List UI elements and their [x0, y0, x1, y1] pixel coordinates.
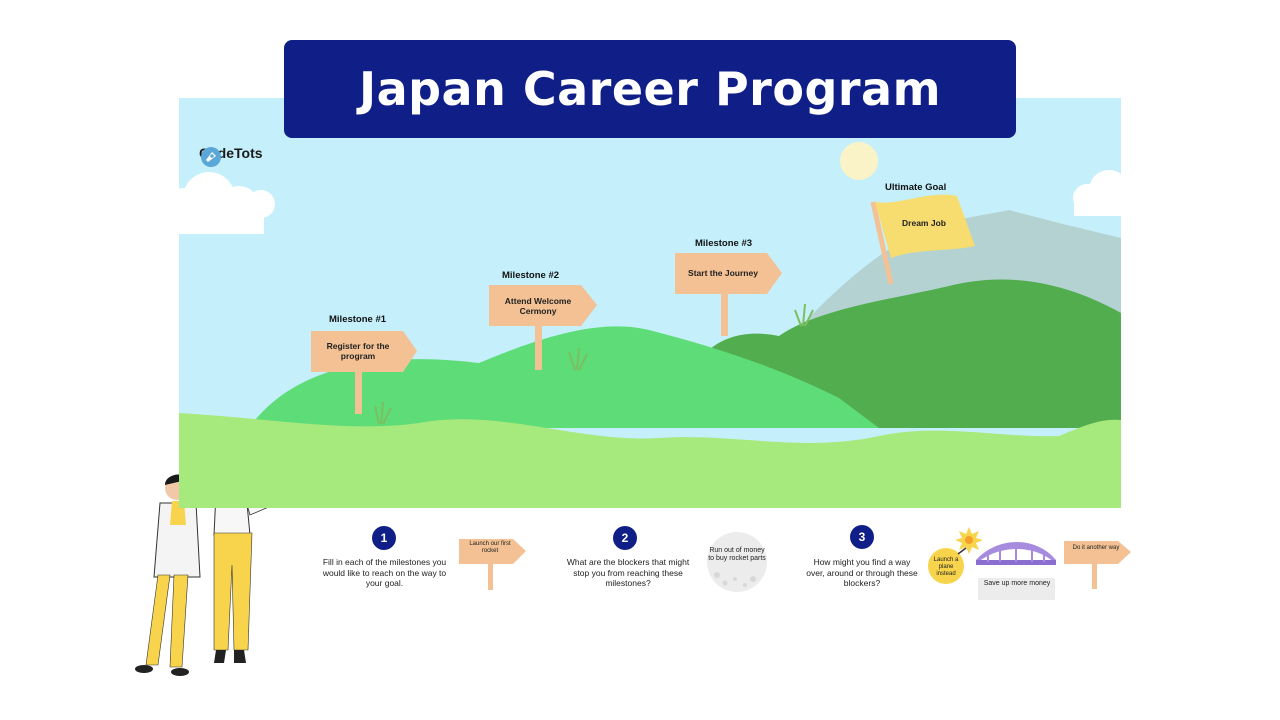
step-3-solutions-icon: [928, 527, 1056, 600]
step-3-example-3: Do it another way: [1072, 545, 1120, 551]
step-2-boulder-icon: [707, 532, 767, 592]
goal-flag-icon: [870, 194, 975, 285]
step-1-sign-icon: [459, 539, 526, 590]
goal-label: Ultimate Goal: [885, 182, 947, 193]
grass-foreground: [179, 413, 1121, 508]
bomb-icon: [928, 548, 964, 584]
bridge-icon: [976, 542, 1056, 600]
step-2-text: What are the blockers that might stop yo…: [566, 557, 690, 589]
signpost-1: [311, 331, 417, 414]
rocket-logo-icon: [201, 147, 221, 167]
milestone-3-label: Milestone #3: [695, 238, 753, 249]
step-2-example: Run out of money to buy rocket parts: [708, 547, 766, 563]
sun-icon: [840, 142, 878, 180]
step-1-text: Fill in each of the milestones you would…: [322, 557, 447, 589]
landscape-illustration: [179, 142, 1121, 508]
step-1-example: Launch our first rocket: [469, 541, 511, 554]
explosion-icon: [955, 527, 983, 554]
milestone-3-sign-text: Start the Journey: [688, 268, 758, 278]
step-2-number: 2: [613, 526, 637, 550]
codetots-logo: CodeTots: [199, 145, 263, 167]
grass-tuft-icons: [374, 303, 814, 425]
landscape-scene: CodeTots Milestone #1 Register for the p…: [179, 98, 1121, 508]
page-title: Japan Career Program: [358, 62, 942, 116]
signpost-3: [675, 253, 782, 336]
milestone-1-sign-text: Register for the program: [326, 341, 390, 362]
milestone-2-sign-text: Attend Welcome Cermony: [504, 296, 572, 317]
step-1-number: 1: [372, 526, 396, 550]
step-3-example-2: Save up more money: [983, 580, 1051, 587]
step-3-sign-icon: [1064, 541, 1131, 589]
signpost-2: [489, 285, 597, 370]
step-3-example-1: Launch a plane instead: [933, 557, 959, 577]
cloud-right-icon: [1073, 170, 1121, 216]
cloud-left-icon: [179, 172, 275, 234]
title-banner: Japan Career Program: [284, 40, 1016, 138]
milestone-2-label: Milestone #2: [502, 270, 560, 281]
milestone-1-label: Milestone #1: [329, 314, 387, 325]
hill-mid: [249, 326, 879, 428]
step-3-text: How might you find a way over, around or…: [806, 557, 918, 589]
goal-flag-text: Dream Job: [902, 218, 946, 228]
step-3-number: 3: [850, 525, 874, 549]
